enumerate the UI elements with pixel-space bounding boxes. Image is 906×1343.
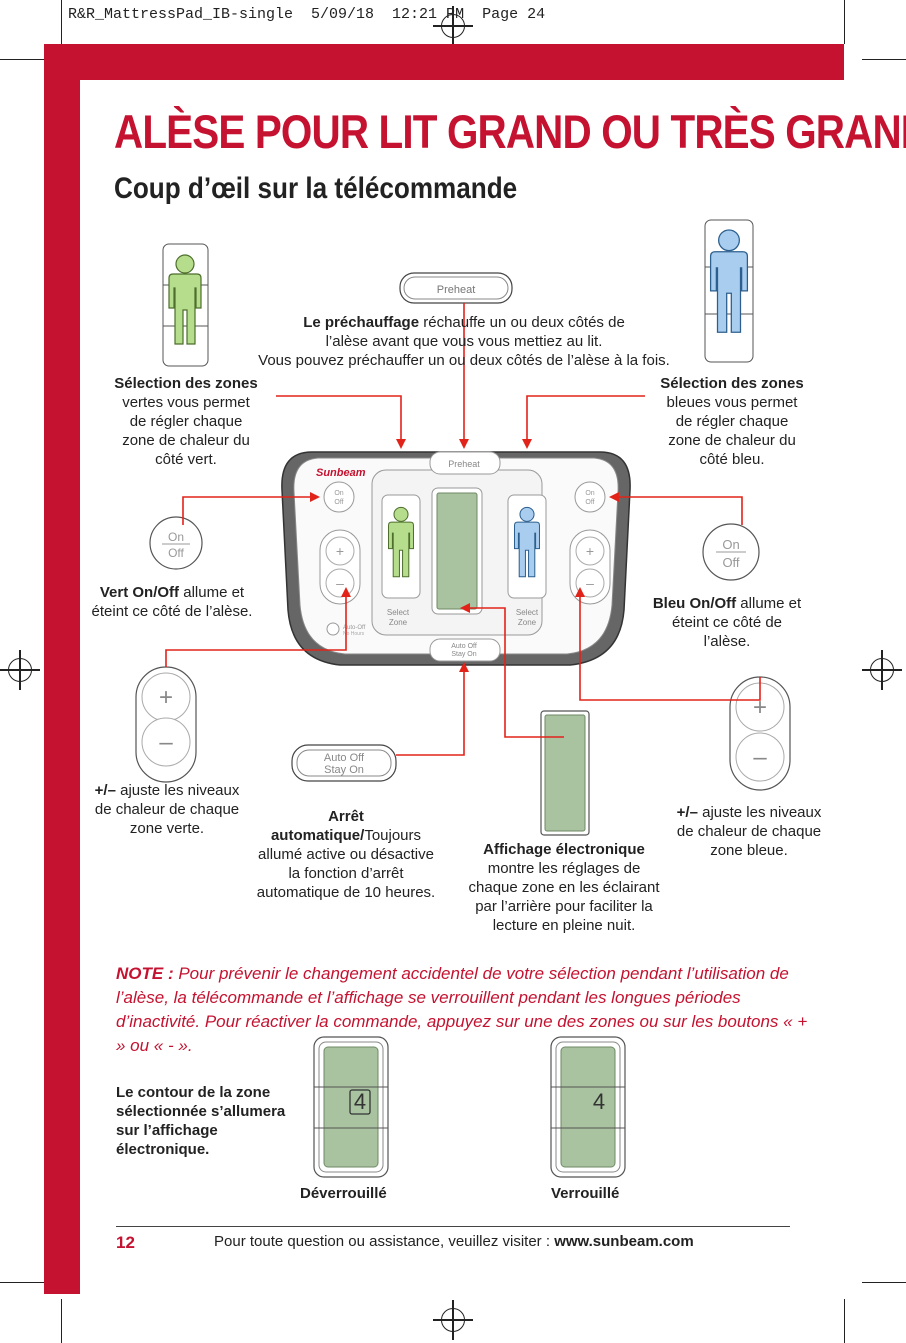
svg-text:Off: Off xyxy=(168,546,184,560)
blue-onoff-callout: On Off xyxy=(702,523,760,581)
green-plusminus-callout: + – xyxy=(135,666,197,783)
blue-onoff-caption: Bleu On/Off allume et éteint ce côté de … xyxy=(652,595,802,650)
page-title: ALÈSE POUR LIT GRAND OU TRÈS GRAND xyxy=(114,105,906,158)
green-zone-card-icon xyxy=(162,243,209,367)
green-plusminus-caption: +/– ajuste les niveaux de chaleur de cha… xyxy=(94,782,240,837)
svg-text:On: On xyxy=(585,490,594,497)
note-paragraph: NOTE : Pour prévenir le changement accid… xyxy=(116,964,808,1055)
auto-off-callout: Auto Off Stay On xyxy=(291,744,397,782)
svg-text:Off: Off xyxy=(334,499,343,506)
svg-text:Zone: Zone xyxy=(518,618,537,627)
crop-mark xyxy=(0,59,44,60)
registration-mark xyxy=(862,650,902,690)
svg-text:Stay On: Stay On xyxy=(451,651,476,658)
unlocked-display xyxy=(313,1036,389,1178)
svg-text:Zone: Zone xyxy=(389,618,408,627)
svg-text:–: – xyxy=(753,744,767,771)
svg-text:–: – xyxy=(336,575,344,591)
svg-text:Stay On: Stay On xyxy=(324,764,364,776)
crop-mark xyxy=(0,1282,44,1283)
svg-text:+: + xyxy=(336,543,344,559)
svg-text:No Hours: No Hours xyxy=(343,631,365,637)
registration-mark xyxy=(433,1300,473,1340)
auto-off-caption: Arrêt automatique/Toujours allumé active… xyxy=(256,808,436,901)
unlocked-digit: 4 xyxy=(354,1089,366,1114)
callout-arrows xyxy=(165,303,761,756)
unlocked-label: Déverrouillé xyxy=(300,1185,387,1202)
display-callout xyxy=(540,710,590,836)
crop-mark xyxy=(61,1299,62,1343)
print-slug: R&R_MattressPad_IB-single 5/09/18 12:21 … xyxy=(68,6,546,23)
locked-display xyxy=(550,1036,626,1178)
svg-text:Auto-Off: Auto-Off xyxy=(343,625,366,631)
blue-zone-caption: Sélection des zones bleues vous permet d… xyxy=(660,375,804,468)
svg-text:Preheat: Preheat xyxy=(448,459,480,469)
locked-digit: 4 xyxy=(593,1089,605,1114)
svg-text:Off: Off xyxy=(585,499,594,506)
header-band xyxy=(44,44,844,80)
registration-mark xyxy=(0,650,40,690)
svg-text:Select: Select xyxy=(516,608,539,617)
registration-mark xyxy=(433,6,473,46)
crop-mark xyxy=(61,0,62,44)
lock-description: Le contour de la zone sélectionnée s’all… xyxy=(116,1084,286,1158)
svg-text:Auto Off: Auto Off xyxy=(324,752,365,764)
svg-text:Select: Select xyxy=(387,608,410,617)
crop-mark xyxy=(844,0,845,44)
side-band xyxy=(44,44,80,1294)
blue-plusminus-caption: +/– ajuste les niveaux de chaleur de cha… xyxy=(676,804,822,859)
svg-text:+: + xyxy=(159,684,173,711)
display-caption: Affichage électronique montre les réglag… xyxy=(468,841,660,934)
crop-mark xyxy=(844,1299,845,1343)
green-zone-caption: Sélection des zones vertes vous permet d… xyxy=(114,375,258,468)
green-onoff-caption: Vert On/Off allume et éteint ce côté de … xyxy=(91,584,253,620)
footer-text: Pour toute question ou assistance, veuil… xyxy=(214,1233,694,1250)
website-link[interactable]: www.sunbeam.com xyxy=(554,1233,694,1250)
blue-zone-card-icon xyxy=(704,219,754,363)
crop-mark xyxy=(862,59,906,60)
svg-text:Sunbeam: Sunbeam xyxy=(316,467,366,479)
svg-text:–: – xyxy=(586,575,594,591)
crop-mark xyxy=(862,1282,906,1283)
svg-text:–: – xyxy=(159,729,173,756)
locked-label: Verrouillé xyxy=(551,1185,620,1202)
page-subtitle: Coup d’œil sur la télécommande xyxy=(114,172,518,205)
svg-text:Preheat: Preheat xyxy=(437,284,476,296)
svg-text:Auto Off: Auto Off xyxy=(451,643,477,650)
preheat-button-callout: Preheat xyxy=(399,272,513,304)
remote-body: Sunbeam Preheat Select Zone Select Zone … xyxy=(281,451,631,666)
footer-rule xyxy=(116,1226,790,1227)
svg-text:On: On xyxy=(722,537,739,552)
page-number: 12 xyxy=(116,1233,135,1252)
svg-text:+: + xyxy=(586,543,594,559)
svg-text:On: On xyxy=(168,530,184,544)
green-onoff-callout: On Off xyxy=(149,516,203,570)
preheat-caption: Le préchauffage réchauffe un ou deux côt… xyxy=(258,314,670,369)
svg-text:On: On xyxy=(334,490,343,497)
svg-text:Off: Off xyxy=(722,555,739,570)
